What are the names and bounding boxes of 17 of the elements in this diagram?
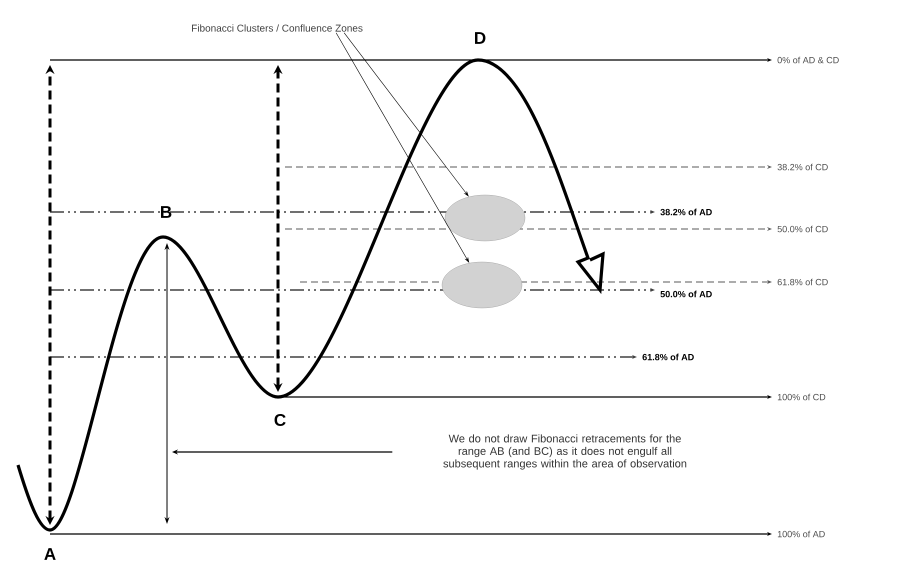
point-label: C bbox=[274, 414, 286, 426]
callout-text: Fibonacci Clusters / Confluence Zones bbox=[192, 24, 363, 32]
cluster-ellipse bbox=[442, 262, 522, 308]
point-label: A bbox=[44, 548, 56, 560]
level-label: 38.2% of AD bbox=[660, 208, 712, 216]
level-label: 100% of CD bbox=[778, 394, 826, 400]
point-label: B bbox=[161, 206, 172, 218]
level-label: 61.8% of AD bbox=[642, 354, 694, 360]
level-label: 50.0% of CD bbox=[778, 226, 828, 232]
level-label: 50.0% of AD bbox=[660, 290, 712, 298]
level-label: 61.8% of CD bbox=[778, 278, 828, 286]
cluster-ellipse bbox=[444, 194, 526, 242]
level-label: 0% of AD & CD bbox=[778, 56, 839, 64]
level-label: 38.2% of CD bbox=[778, 164, 828, 170]
level-label: 100% of AD bbox=[778, 530, 825, 538]
note-text: We do not draw Fibonacci retracements for the range AB (and BC) as it does not engulf all subsequent ranges within the area of observation bbox=[443, 434, 686, 470]
point-label: D bbox=[475, 32, 486, 44]
